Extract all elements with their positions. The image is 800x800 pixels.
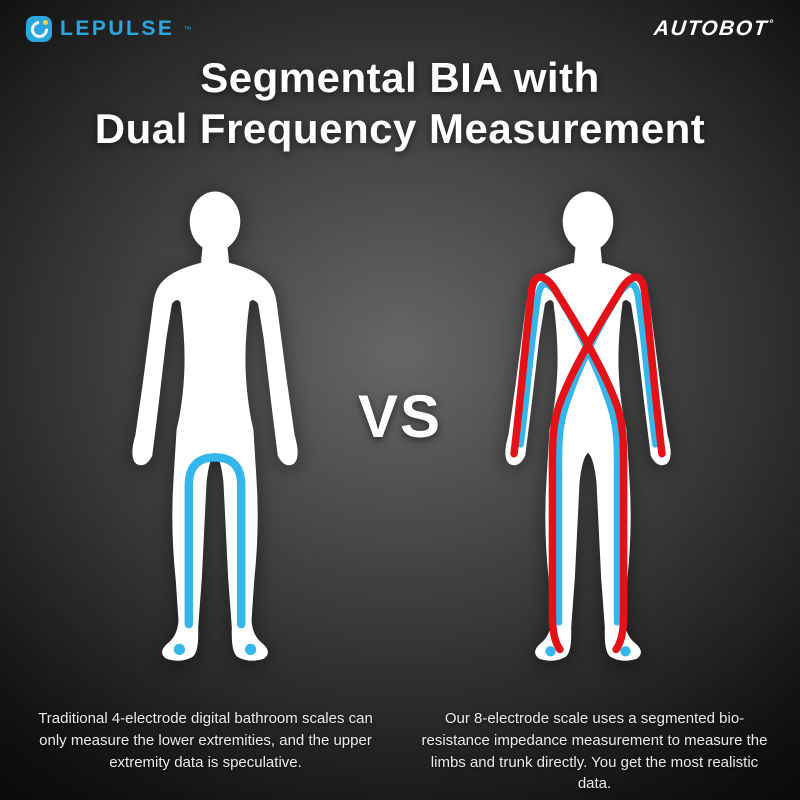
figure-head (189, 191, 241, 252)
foot-sensor-dot-right (244, 643, 257, 656)
lepulse-logo: LEPULSE ™ (26, 16, 191, 42)
figure-body-silhouette (505, 243, 671, 661)
brand-bar: LEPULSE ™ AUTOBOT° (0, 0, 800, 42)
figure-head (562, 191, 614, 252)
autobot-mark: ° (767, 18, 776, 30)
lepulse-logo-icon (26, 16, 52, 42)
caption-4-electrode: Traditional 4-electrode digital bathroom… (38, 710, 373, 771)
measurement-line-red-right-hand-to-left-foot (548, 273, 666, 654)
measurement-line-legs-blue (184, 453, 246, 629)
lepulse-wordmark: LEPULSE (60, 17, 175, 40)
vs-label: VS (357, 383, 443, 450)
caption-8-electrode: Our 8-electrode scale uses a segmented b… (421, 710, 768, 793)
figure-body-silhouette (132, 243, 298, 661)
comparison-stage: VS (0, 170, 800, 705)
lepulse-trademark: ™ (183, 24, 192, 34)
figure-8-electrode (505, 191, 671, 661)
title-line-2: Dual Frequency Measurement (94, 105, 706, 153)
captions-row: Traditional 4-electrode digital bathroom… (0, 708, 800, 795)
page-title: Segmental BIA with Dual Frequency Measur… (0, 52, 800, 154)
foot-sensor-dot-left (173, 643, 186, 656)
foot-sensor-dot-left (545, 646, 556, 657)
foot-sensor-dot-right (620, 646, 631, 657)
autobot-wordmark: AUTOBOT (652, 17, 770, 40)
measurement-line-red-left-hand-to-right-foot (510, 273, 628, 654)
figure-4-electrode (132, 191, 298, 661)
title-line-1: Segmental BIA with (200, 54, 600, 101)
lepulse-yellow-dot (43, 20, 48, 25)
autobot-logo: AUTOBOT° (653, 17, 775, 41)
